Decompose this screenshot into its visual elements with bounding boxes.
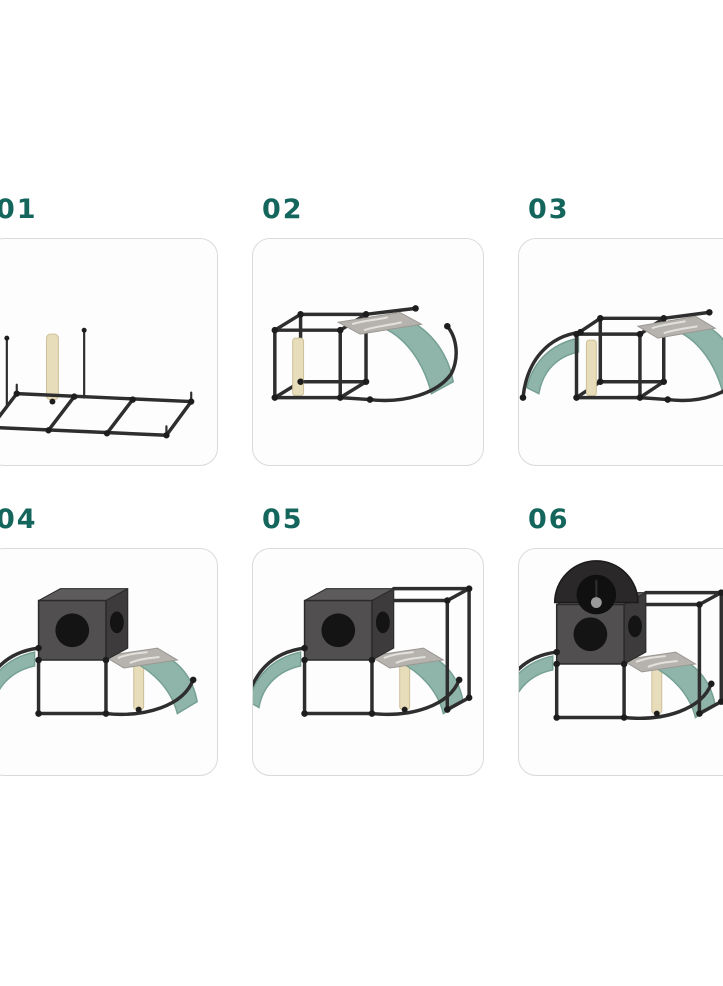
assembly-illustration-step-01-icon (0, 327, 195, 439)
step-cell-06: 06 (518, 504, 723, 776)
step-cell-03: 03 (518, 194, 723, 466)
step-cell-01: 01 (0, 194, 218, 466)
step-panel (518, 548, 723, 776)
step-number: 04 (0, 504, 38, 535)
assembly-illustration-step-02-icon (271, 305, 458, 403)
step-panel (0, 548, 218, 776)
step-number: 01 (0, 194, 38, 225)
step-number: 05 (262, 504, 304, 535)
assembly-illustration-step-05-icon (253, 585, 473, 717)
step-cell-05: 05 (252, 504, 484, 776)
assembly-illustration-step-03-icon (519, 309, 723, 403)
assembly-illustration-step-04-icon (0, 587, 198, 717)
step-number: 06 (528, 504, 570, 535)
step-cell-02: 02 (252, 194, 484, 466)
step-number: 02 (262, 194, 304, 225)
step-panel (518, 238, 723, 466)
step-panel (252, 548, 484, 776)
step-panel (0, 238, 218, 466)
assembly-steps-grid: 01 02 (0, 194, 723, 776)
step-panel (252, 238, 484, 466)
step-cell-04: 04 (0, 504, 218, 776)
step-number: 03 (528, 194, 570, 225)
assembly-illustration-step-06-icon (519, 560, 723, 721)
